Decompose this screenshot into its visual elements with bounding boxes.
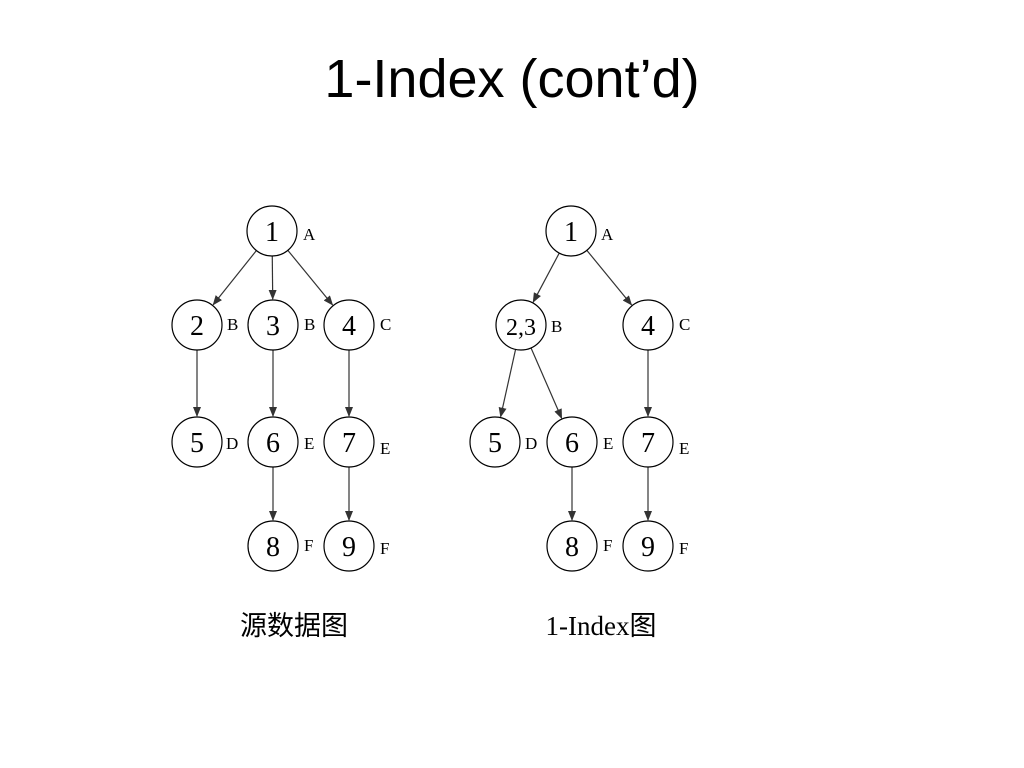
node-circle [323,520,375,572]
edge-source-1-2 [212,250,257,306]
node-tag: F [304,536,313,555]
node-tag: F [603,536,612,555]
node-tag: D [525,434,537,453]
node-tag: A [303,225,316,244]
node-tag: F [380,539,389,558]
node-label: 6 [266,428,280,459]
node-circle [247,520,299,572]
caption-index: 1-Index图 [546,611,657,641]
slide-title: 1-Index (cont’d) [324,49,700,109]
node-label: 9 [342,532,356,563]
node-tag: C [679,315,690,334]
node-tag: A [601,225,614,244]
node-circle [622,299,674,351]
node-tag: E [304,434,314,453]
node-label: 5 [190,428,204,459]
node-circle [546,416,598,468]
node-label: 9 [641,532,655,563]
node-tag: E [679,439,689,458]
edges-layer [193,249,652,521]
node-label: 6 [565,428,579,459]
node-tag: C [380,315,391,334]
edge-source-1-4 [287,249,334,306]
node-circle [247,299,299,351]
node-index-23: 2,3 B [495,299,562,351]
node-circle [622,520,674,572]
node-circle [171,299,223,351]
node-tag: E [380,439,390,458]
node-label: 5 [488,428,502,459]
node-label: 4 [641,311,655,342]
node-circle [171,416,223,468]
node-label: 8 [565,532,579,563]
caption-source: 源数据图 [240,611,348,641]
node-label: 1 [564,217,578,248]
node-circle [546,520,598,572]
node-label: 2,3 [506,315,536,341]
node-label: 8 [266,532,280,563]
node-circle [323,416,375,468]
edge-index-1-4 [586,249,633,306]
node-label: 3 [266,311,280,342]
edge-index-1-23 [532,252,560,303]
node-tag: D [226,434,238,453]
node-label: 7 [342,428,356,459]
node-circle [469,416,521,468]
node-tag: B [551,317,562,336]
node-tag: B [227,315,238,334]
node-tag: F [679,539,688,558]
edge-index-23-5 [498,349,517,418]
node-circle [495,299,547,351]
node-label: 1 [265,217,279,248]
node-circle [247,416,299,468]
node-circle [246,205,298,257]
node-tag: E [603,434,613,453]
node-circle [545,205,597,257]
captions-layer: 源数据图 1-Index图 [240,611,656,641]
node-circle [622,416,674,468]
node-label: 4 [342,311,356,342]
edge-index-23-6 [530,347,563,420]
node-label: 2 [190,311,204,342]
node-label: 7 [641,428,655,459]
node-tag: B [304,315,315,334]
node-circle [323,299,375,351]
